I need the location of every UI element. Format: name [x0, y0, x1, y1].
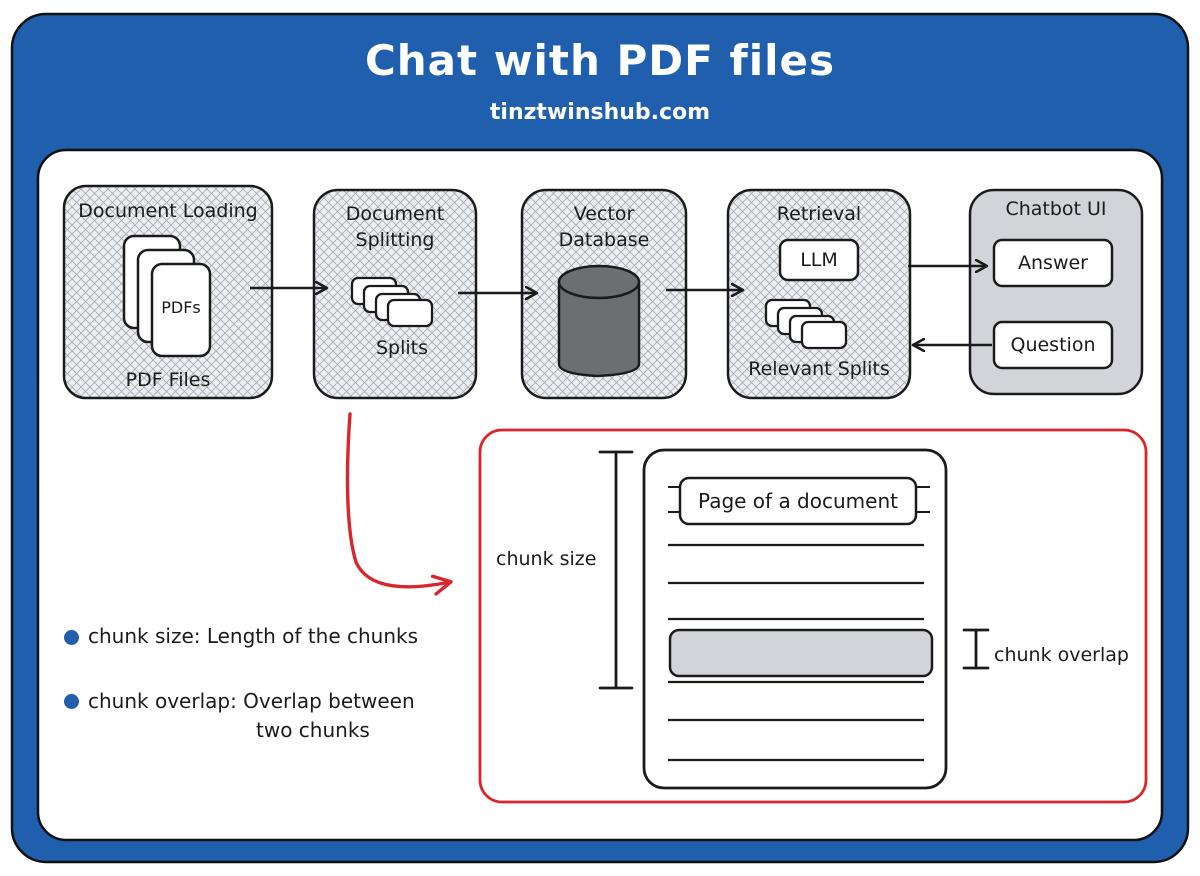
page-text-lines [668, 543, 924, 762]
question-box [992, 320, 1114, 370]
retrieval-caption: Relevant Splits [748, 358, 890, 380]
chunk-size-bracket [598, 450, 634, 690]
vector-title-line2: Database [558, 229, 650, 251]
red-curved-arrow [345, 412, 453, 596]
page-subtitle: tinztwinshub.com [489, 100, 711, 125]
splitting-title-line1: Document [345, 203, 445, 225]
page-title-box [678, 476, 918, 526]
pdfs-doc-label: PDFs [161, 298, 201, 317]
loading-caption: PDF Files [125, 369, 211, 391]
database-cylinder-icon [557, 264, 641, 378]
question-label: Question [1010, 334, 1096, 356]
llm-label: LLM [800, 249, 838, 271]
splitting-caption: Splits [375, 337, 429, 359]
loading-title: Document Loading [78, 200, 258, 222]
legend-bullet-2 [64, 694, 79, 709]
stage-retrieval-box [726, 188, 912, 400]
legend-item-chunk-overlap: chunk overlap: Overlap between [88, 689, 415, 713]
chunk-overlap-highlight [668, 628, 934, 678]
relevant-splits-icon [764, 298, 848, 350]
llm-box [778, 238, 860, 282]
pdf-stack-icon [122, 234, 212, 358]
page-title-label: Page of a document [698, 489, 898, 513]
legend-item-chunk-overlap-cont: two chunks [256, 718, 370, 742]
splitting-title-line2: Splitting [355, 229, 435, 251]
splits-icon [350, 276, 434, 328]
chunk-overlap-bracket [962, 628, 990, 670]
detail-frame [478, 428, 1148, 804]
legend-bullet-1 [64, 630, 79, 645]
answer-label: Answer [1018, 252, 1088, 274]
chunk-overlap-label: chunk overlap [994, 644, 1129, 666]
chunk-size-label: chunk size [496, 548, 597, 570]
vector-title-line1: Vector [573, 203, 635, 225]
legend-item-chunk-size: chunk size: Length of the chunks [88, 624, 419, 648]
chatbot-title: Chatbot UI [1005, 198, 1107, 220]
answer-box [992, 238, 1114, 288]
page-title: Chat with PDF files [364, 36, 836, 85]
retrieval-title: Retrieval [776, 203, 862, 225]
